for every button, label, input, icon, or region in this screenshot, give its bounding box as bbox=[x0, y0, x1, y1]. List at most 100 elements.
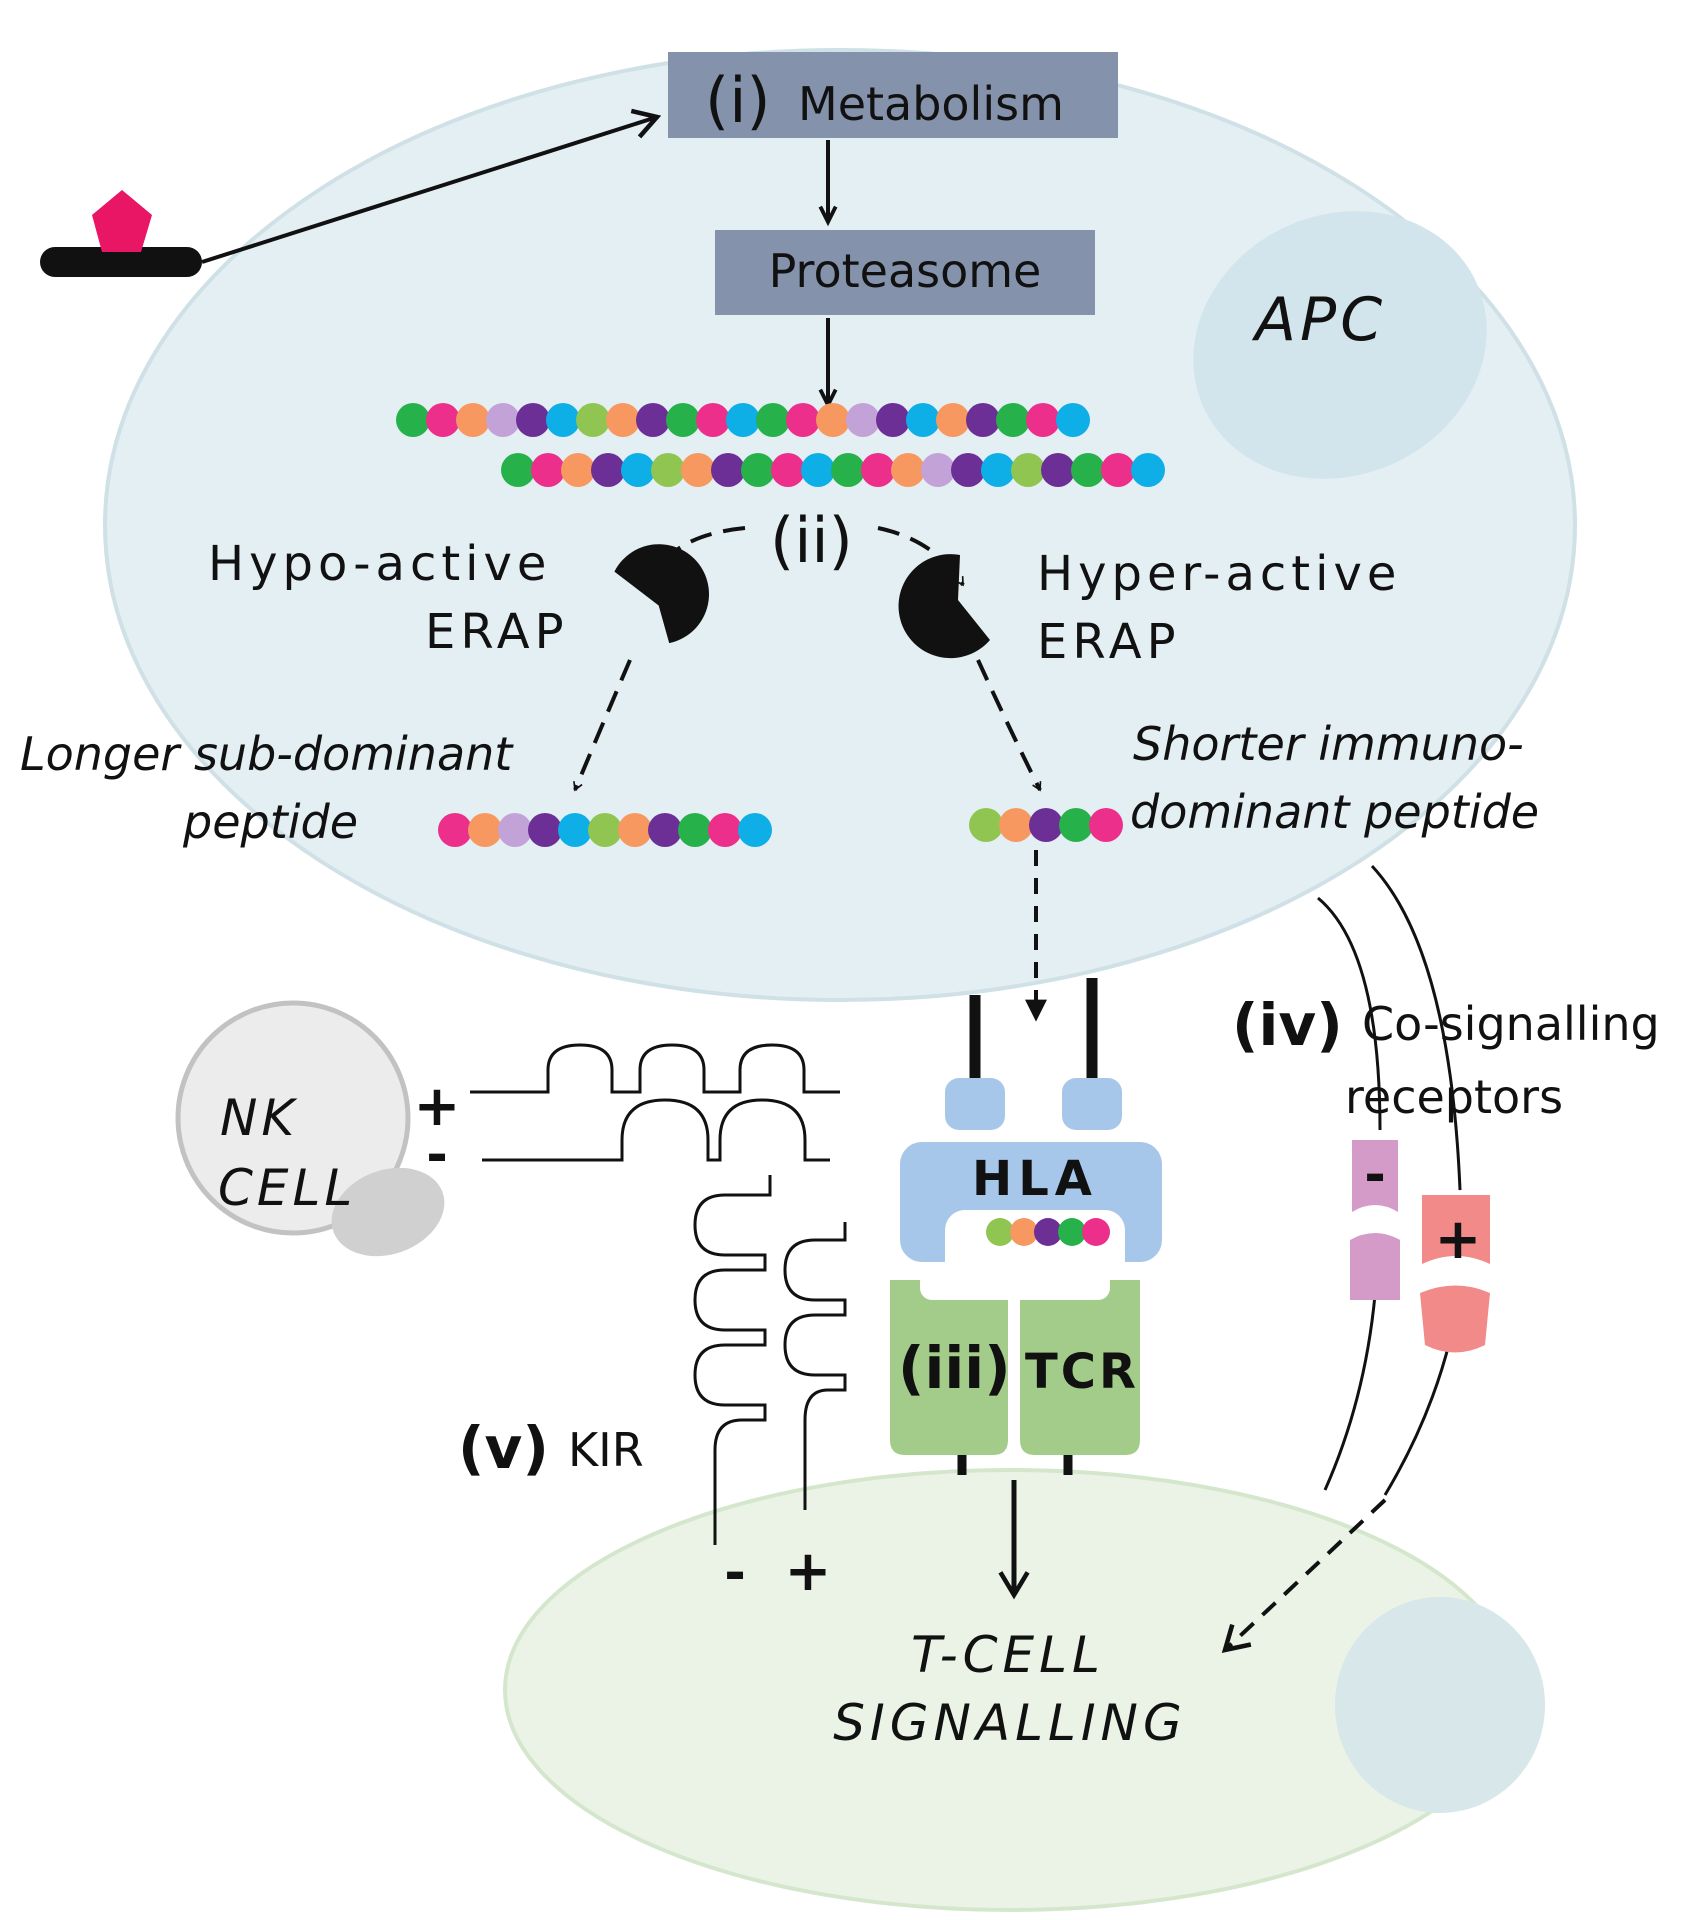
peptide-bead bbox=[1082, 1218, 1110, 1246]
carrier-bar bbox=[40, 247, 202, 277]
peptide-bead bbox=[528, 813, 562, 847]
peptide-bead bbox=[396, 403, 430, 437]
shorter-peptide-label-2: dominant peptide bbox=[1130, 785, 1539, 839]
peptide-bead bbox=[891, 453, 925, 487]
minus-cosignal-sign: - bbox=[1364, 1145, 1386, 1205]
hypo-to-longer-peptide-arrow bbox=[573, 659, 632, 792]
step-v-label: (v) bbox=[458, 1414, 549, 1482]
peptide-bead bbox=[786, 403, 820, 437]
peptide-bead bbox=[738, 813, 772, 847]
peptide-bead bbox=[621, 453, 655, 487]
peptide-bead bbox=[951, 453, 985, 487]
apc-nucleus bbox=[1193, 211, 1487, 479]
tcr-molecule bbox=[890, 1270, 1140, 1475]
cosignal-minus-line-top bbox=[1317, 896, 1382, 1131]
hla-left-connector bbox=[945, 1078, 1005, 1130]
peptide-bead bbox=[921, 453, 955, 487]
longer-subdominant-peptide bbox=[438, 813, 772, 847]
drug-molecule bbox=[40, 190, 202, 277]
tcr-right-chain bbox=[1020, 1280, 1140, 1455]
kir-label: KIR bbox=[568, 1423, 644, 1477]
t-cell-nucleus bbox=[1335, 1597, 1545, 1813]
drug-pentagon-icon bbox=[92, 190, 152, 252]
proteasome-peptide-chain-2 bbox=[501, 453, 1165, 487]
hypo-erap-label: ERAP bbox=[425, 604, 569, 660]
peptide-bead bbox=[1131, 453, 1165, 487]
nk-cell bbox=[175, 1000, 445, 1257]
step-iii-label: (iii) bbox=[898, 1334, 1011, 1402]
peptide-bead bbox=[726, 403, 760, 437]
peptide-bead bbox=[996, 403, 1030, 437]
plus-cosignal-sign: + bbox=[1435, 1207, 1482, 1272]
hyper-active-label: Hyper-active bbox=[1037, 546, 1401, 602]
cosignal-plus-line-bottom bbox=[1383, 1339, 1452, 1496]
peptide-bead bbox=[801, 453, 835, 487]
longer-peptide-label-1: Longer sub-dominant bbox=[20, 727, 514, 781]
kir-plus-sign: + bbox=[785, 1539, 832, 1604]
nk-plus-sign: + bbox=[414, 1074, 461, 1139]
nk-cell-nucleus bbox=[331, 1167, 445, 1257]
peptide-bead bbox=[681, 453, 715, 487]
peptide-bead bbox=[876, 403, 910, 437]
peptide-bead bbox=[606, 403, 640, 437]
to-hyper-erap-dashed-arrow bbox=[877, 526, 965, 587]
shorter-peptide-label-1: Shorter immuno- bbox=[1133, 717, 1524, 771]
step-i-label: (i) bbox=[705, 64, 771, 137]
peptide-bead bbox=[666, 403, 700, 437]
peptide-bead bbox=[1034, 1218, 1062, 1246]
peptide-bead bbox=[456, 403, 490, 437]
metabolism-label: Metabolism bbox=[798, 77, 1064, 131]
peptide-bead bbox=[986, 1218, 1014, 1246]
peptide-bead bbox=[546, 403, 580, 437]
peptide-bead bbox=[756, 403, 790, 437]
tcr-top-notch bbox=[920, 1270, 1110, 1300]
step-iv-label: (iv) bbox=[1232, 991, 1343, 1059]
nk-cell-body bbox=[175, 1000, 411, 1236]
peptide-bead bbox=[1026, 403, 1060, 437]
peptide-bead bbox=[861, 453, 895, 487]
peptide-bead bbox=[468, 813, 502, 847]
peptide-bead bbox=[1071, 453, 1105, 487]
peptide-bead bbox=[936, 403, 970, 437]
to-hypo-erap-dashed-arrow bbox=[653, 526, 746, 576]
peptide-bead bbox=[486, 403, 520, 437]
peptide-bead bbox=[651, 453, 685, 487]
kir-inhibitory-line bbox=[693, 1175, 772, 1545]
peptide-bead bbox=[1029, 808, 1063, 842]
t-cell bbox=[503, 1468, 1545, 1912]
minus-cosignal-receptor bbox=[1350, 1140, 1400, 1300]
hypo-active-label: Hypo-active bbox=[208, 536, 551, 592]
metabolism-box bbox=[668, 52, 1118, 138]
hla-right-connector bbox=[1062, 1078, 1122, 1130]
peptide-bead bbox=[741, 453, 775, 487]
tcr-left-chain bbox=[890, 1280, 1008, 1455]
peptide-bead bbox=[576, 403, 610, 437]
peptide-bead bbox=[846, 403, 880, 437]
hyper-to-shorter-peptide-arrow bbox=[976, 659, 1042, 792]
hla-bound-peptide bbox=[986, 1218, 1110, 1246]
nk-activating-receptor-line bbox=[470, 1043, 840, 1094]
peptide-bead bbox=[1059, 808, 1093, 842]
peptide-bead bbox=[1011, 453, 1045, 487]
hypo-erap-icon bbox=[614, 544, 709, 644]
nk-inhibitory-receptor-line bbox=[482, 1098, 830, 1162]
peptide-bead bbox=[696, 403, 730, 437]
cosignalling-label: Co-signalling bbox=[1362, 997, 1660, 1051]
peptide-bead bbox=[618, 813, 652, 847]
apc-cell bbox=[103, 48, 1577, 1002]
nk-label: NK bbox=[220, 1089, 298, 1147]
nk-cell-label: CELL bbox=[218, 1159, 356, 1217]
peptide-bead bbox=[588, 813, 622, 847]
peptide-bead bbox=[501, 453, 535, 487]
peptide-bead bbox=[1089, 808, 1123, 842]
tcr-label: TCR bbox=[1025, 1344, 1139, 1400]
peptide-bead bbox=[498, 813, 532, 847]
tcell-label: T-CELL bbox=[911, 1626, 1105, 1684]
peptide-bead bbox=[636, 403, 670, 437]
peptide-bead bbox=[708, 813, 742, 847]
peptide-bead bbox=[1041, 453, 1075, 487]
peptide-bead bbox=[678, 813, 712, 847]
peptide-bead bbox=[816, 403, 850, 437]
kir-minus-sign: - bbox=[724, 1543, 746, 1603]
